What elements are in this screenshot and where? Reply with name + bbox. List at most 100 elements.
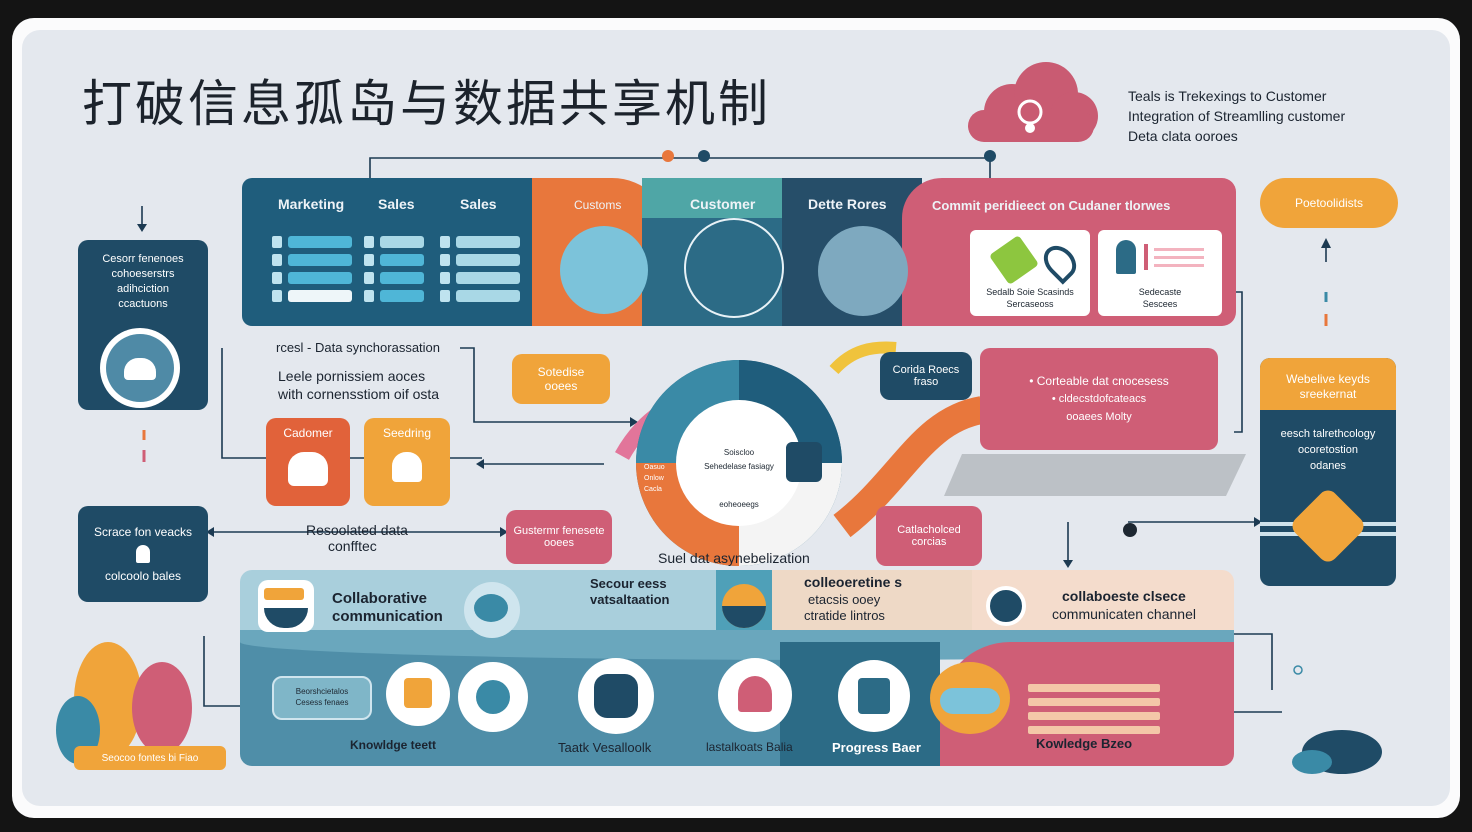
- collaboration-icon[interactable]: [578, 658, 654, 734]
- bottom-band: Collaborative communication Secour eess …: [240, 570, 1234, 766]
- books-icon[interactable]: [386, 662, 450, 726]
- customer-tile[interactable]: Cadomer: [266, 418, 350, 506]
- header-marketing: Marketing: [278, 196, 345, 212]
- card-text: colcoolo bales: [104, 569, 182, 583]
- check-icon: [986, 586, 1026, 626]
- top-note: Teals is Trekexings to Customer Integrat…: [1128, 86, 1345, 146]
- card-text: adihciction: [117, 283, 169, 295]
- chat-globe-icon: [464, 582, 520, 638]
- data-bar: [288, 290, 352, 302]
- left-info-card: Cesorr fenenoes cohoeserstrs adihciction…: [78, 240, 208, 410]
- card-text: ocoretostion: [1298, 444, 1358, 456]
- pink-note-right: Catlacholced corcias: [876, 506, 982, 566]
- clock-icon: [722, 584, 766, 628]
- header-sales-2: Sales: [460, 196, 497, 212]
- card-text: eesch talrethcology: [1280, 428, 1376, 440]
- info-card-left: Sedalb Soie Scasinds Sercaseoss: [970, 230, 1090, 316]
- permission-line-1: Leele pornissiem aoces: [278, 368, 426, 384]
- hub-label: Sehedelase fasiagy: [704, 462, 774, 471]
- collab-line-2: communication: [332, 608, 443, 625]
- chip-text: Cesess fenaes: [295, 698, 349, 707]
- top-note-line: Deta clata ooroes: [1128, 128, 1238, 144]
- right-line-1: collaboeste clsece: [1062, 588, 1186, 604]
- orange-note-card: Sotedise ooees: [512, 354, 610, 404]
- network-icon[interactable]: [458, 662, 528, 732]
- header-customs: Customs: [574, 198, 622, 212]
- pen-icon: [988, 234, 1040, 286]
- card-text: • Corteable dat cnocesess: [1029, 374, 1169, 388]
- data-bar: [380, 254, 424, 266]
- diagram-canvas: 打破信息孤岛与数据共享机制 Teals is Trekexings to Cus…: [22, 30, 1450, 806]
- task-icon[interactable]: [718, 658, 792, 732]
- data-bar: [380, 290, 424, 302]
- progress-row: [1028, 698, 1160, 706]
- pink-info-card: • Corteable dat cnocesess • cldecstdofca…: [980, 348, 1218, 450]
- hub-label: Oasuo: [644, 464, 665, 471]
- person-icon: [1116, 240, 1136, 274]
- mid-line-2: etacsis ooey: [808, 592, 881, 607]
- customer-face-icon: [684, 218, 784, 318]
- shield-user-icon: [1288, 486, 1368, 566]
- tile-label: Seedring: [382, 426, 432, 440]
- location-pin-icon: [1037, 239, 1083, 285]
- card-text: Sedecaste: [1138, 287, 1182, 297]
- data-sync-hub: Soiscloo Sehedelase fasiagy eoheoeegs Oa…: [636, 360, 842, 566]
- card-text: Sercaseoss: [1006, 299, 1054, 309]
- hub-label: Onlow: [644, 475, 664, 482]
- progress-icon[interactable]: [838, 660, 910, 732]
- collab-line-1: Collaborative: [332, 590, 428, 607]
- card-text: ccactuons: [118, 298, 168, 310]
- data-bar: [288, 254, 352, 266]
- left-bottom-card: Scrace fon veacks colcoolo bales: [78, 506, 208, 602]
- page-title: 打破信息孤岛与数据共享机制: [82, 75, 771, 133]
- connector-lines: [56, 62, 1382, 774]
- person-icon: [136, 545, 150, 563]
- card-text: Scrace fon veacks: [93, 525, 193, 539]
- knowledge-base-label: Kowledge Bzeo: [1036, 736, 1133, 751]
- card-text: Sedalb Soie Scasinds: [986, 287, 1074, 297]
- data-bar: [380, 272, 424, 284]
- team-icon: [100, 328, 180, 408]
- bottom-left-tag: Seocoo fontes bi Fiao: [74, 746, 226, 770]
- document-icon: [258, 580, 314, 632]
- data-bar: [288, 272, 352, 284]
- database-illustration-icon: [560, 226, 648, 314]
- hub-label: Soiscloo: [723, 448, 755, 457]
- progress-row: [1028, 726, 1160, 734]
- card-text: Corida Roecs: [892, 364, 960, 376]
- header-data-roles: Dette Rores: [808, 196, 887, 212]
- task-label: Taatk Vesalloolk: [558, 740, 652, 755]
- card-text: ooaees Molty: [1066, 411, 1132, 423]
- data-bar: [456, 272, 520, 284]
- right-info-card: Webelive keyds sreekernat eesch talrethc…: [1260, 358, 1396, 586]
- hub-label: Cacla: [644, 486, 662, 493]
- sync-label: Suel dat asynebelization: [658, 550, 810, 566]
- card-text: corcias: [911, 536, 947, 548]
- card-text: fraso: [913, 376, 939, 388]
- data-bar: [456, 254, 520, 266]
- header-commit: Commit peridieect on Cudaner tlorwes: [932, 198, 1171, 213]
- progress-label: Progress Baer: [832, 740, 921, 755]
- card-text: Sotedise: [537, 365, 585, 379]
- data-bar: [288, 236, 352, 248]
- data-bar: [456, 290, 520, 302]
- task2-label: lastalkoats Balia: [706, 740, 793, 754]
- data-bar: [380, 236, 424, 248]
- knowledge-test-label: Knowldge teett: [350, 738, 436, 752]
- knowledge-chip: Beorshcietalos Cesess fenaes: [272, 676, 372, 720]
- card-text: Catlacholced: [897, 524, 961, 536]
- seeding-tile[interactable]: Seedring: [364, 418, 450, 506]
- data-bar: [456, 236, 520, 248]
- card-text: cohoeserstrs: [111, 268, 175, 280]
- mid-line-1: colleoeretine s: [804, 574, 903, 590]
- pink-note-left: Gustermr fenesete ooees: [506, 510, 612, 564]
- mid-line-3: ctratide lintros: [804, 608, 885, 623]
- card-text: sreekernat: [1299, 387, 1357, 401]
- hub-label: eoheoeegs: [719, 500, 759, 509]
- card-text: Sescees: [1142, 299, 1178, 309]
- info-card-right: Sedecaste Sescees: [1098, 230, 1222, 316]
- tile-label: Cadomer: [283, 426, 333, 440]
- card-text: odanes: [1309, 460, 1347, 472]
- secure-line-1: Secour eess: [590, 576, 667, 591]
- sync-title: rcesl - Data synchorassation: [276, 340, 441, 355]
